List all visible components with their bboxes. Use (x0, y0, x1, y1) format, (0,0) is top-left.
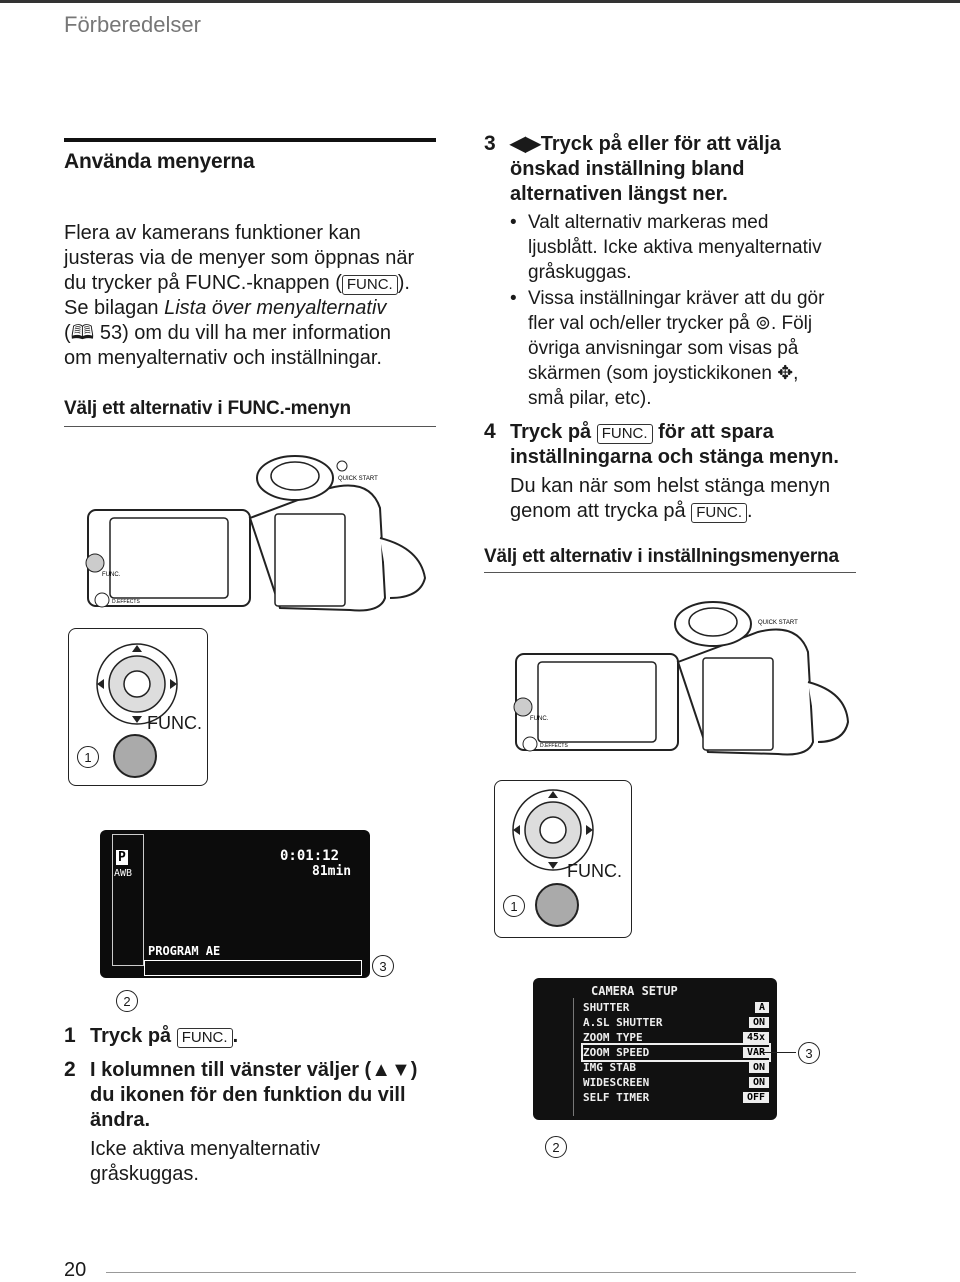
intro-paragraph: Flera av kamerans funktioner kan justera… (64, 221, 444, 371)
step-1-text: Tryck på FUNC.. (90, 1025, 239, 1048)
section-rule (64, 138, 436, 142)
camcorder-illustration: QUICK START FUNC. D.EFFECTS (513, 601, 850, 756)
func-key: FUNC. (596, 424, 653, 444)
camcorder-illustration: QUICK START FUNC. D.EFFECTS (85, 455, 427, 612)
func-label: FUNC. (567, 861, 622, 881)
func-key: FUNC. (341, 275, 398, 295)
callout-3: 3 (798, 1042, 820, 1064)
intro-line: om menyalternativ och inställningar. (64, 347, 382, 369)
func-button[interactable] (535, 883, 579, 927)
intro-line: du trycker på FUNC.-knappen (FUNC.). (64, 272, 410, 295)
callout-leader (760, 1052, 796, 1053)
intro-line: (🕮 53) om du vill ha mer information (64, 322, 392, 344)
svg-text:D.EFFECTS: D.EFFECTS (112, 599, 140, 605)
intro-line: Se bilagan Lista över menyalternativ (64, 297, 387, 319)
lcd-func-menu: P AWB 0:01:12 81min PROGRAM AE (100, 830, 370, 978)
svg-text:QUICK START: QUICK START (758, 620, 798, 626)
footer-rule (106, 1272, 856, 1273)
intro-line: justeras via de menyer som öppnas när (64, 247, 415, 269)
step-2-text: I kolumnen till vänster väljer (▲▼) du i… (90, 1059, 418, 1131)
step-4-note: Du kan när som helst stänga menyn genom … (510, 475, 831, 523)
func-key: FUNC. (691, 503, 748, 523)
bullet-2: •Vissa inställningar kräver att du gör f… (510, 288, 825, 409)
section-title: Använda menyerna (64, 150, 255, 173)
step-4-number: 4 (484, 420, 496, 443)
left-right-arrows-icon: ◀▶ (510, 133, 541, 155)
callout-1: 1 (503, 895, 525, 917)
quick-start-label: QUICK START (338, 476, 378, 482)
step-3-number: 3 (484, 132, 496, 155)
step-1-number: 1 (64, 1024, 76, 1047)
lcd-mode-text: PROGRAM AE (148, 944, 221, 958)
subhead-setup-menus: Välj ett alternativ i inställningsmenyer… (484, 546, 839, 567)
svg-text:FUNC.: FUNC. (102, 572, 121, 578)
book-icon: 🕮 (70, 322, 95, 344)
bullet-1: •Valt alternativ markeras med ljusblått.… (510, 212, 822, 283)
subhead-func-menu: Välj ett alternativ i FUNC.-menyn (64, 398, 351, 419)
joystick-icon (512, 789, 594, 871)
svg-text:D.EFFECTS: D.EFFECTS (540, 743, 568, 749)
lcd-remaining: 81min (312, 864, 352, 879)
top-rule (0, 0, 960, 3)
joystick-press-icon: ⊚ (755, 313, 771, 334)
func-label: FUNC. (147, 713, 202, 733)
setup-icon-column (537, 998, 574, 1116)
joystick-icon (96, 643, 178, 725)
intro-line: Flera av kamerans funktioner kan (64, 222, 361, 244)
setup-title: CAMERA SETUP (591, 984, 678, 998)
callout-3: 3 (372, 955, 394, 977)
func-key: FUNC. (176, 1028, 233, 1048)
callout-2: 2 (116, 990, 138, 1012)
lcd-bottom-row (144, 960, 362, 976)
svg-text:FUNC.: FUNC. (530, 716, 549, 722)
joystick-arrows-icon: ✥ (777, 363, 794, 384)
step-4-text: Tryck på FUNC. för att spara inställning… (510, 421, 839, 468)
running-head: Förberedelser (64, 12, 201, 37)
lcd-time: 0:01:12 (280, 848, 340, 864)
lcd-mode-p: P (116, 850, 128, 865)
func-button[interactable] (113, 734, 157, 778)
subhead-rule (484, 572, 856, 573)
lcd-awb: AWB (114, 868, 133, 879)
joystick-panel: FUNC. 1 (68, 628, 208, 786)
step-3-text: ◀▶Tryck på eller för att välja önskad in… (510, 133, 781, 205)
subhead-rule (64, 426, 436, 427)
page-number: 20 (64, 1259, 87, 1281)
joystick-panel: FUNC. 1 (494, 780, 632, 938)
callout-2: 2 (545, 1136, 567, 1158)
step-2-number: 2 (64, 1058, 76, 1081)
callout-1: 1 (77, 746, 99, 768)
lcd-left-column (112, 834, 144, 966)
step-2-note: Icke aktiva menyalternativ gråskuggas. (90, 1138, 321, 1185)
